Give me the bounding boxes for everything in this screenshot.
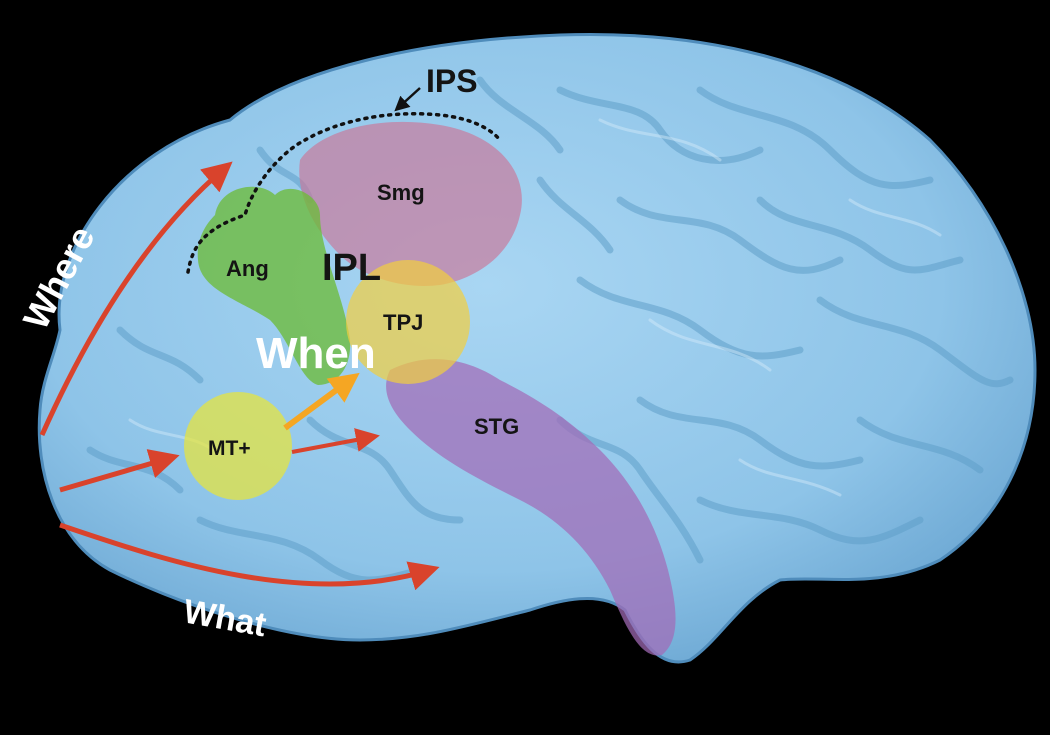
stg-region bbox=[386, 359, 676, 656]
ips-label: IPS bbox=[426, 63, 478, 99]
mt-input-arrow bbox=[59, 449, 180, 493]
ips-pointer-arrow bbox=[394, 87, 421, 112]
mt-to-stg-arrow bbox=[291, 428, 380, 454]
tpj-region bbox=[346, 260, 470, 384]
ips-boundary bbox=[186, 111, 502, 274]
when-label: When bbox=[256, 329, 376, 378]
smg-label: Smg bbox=[377, 180, 425, 205]
mt-label: MT+ bbox=[208, 437, 251, 460]
tpj-label: TPJ bbox=[383, 310, 423, 335]
ipl-label: IPL bbox=[322, 247, 381, 289]
ang-label: Ang bbox=[226, 256, 269, 281]
what-arrow bbox=[59, 522, 440, 591]
ang-region bbox=[197, 186, 351, 385]
mt-region bbox=[184, 392, 292, 500]
stg-label: STG bbox=[474, 414, 519, 439]
when-arrow bbox=[283, 372, 360, 431]
smg-region bbox=[299, 121, 522, 286]
where-arrow bbox=[39, 161, 233, 437]
